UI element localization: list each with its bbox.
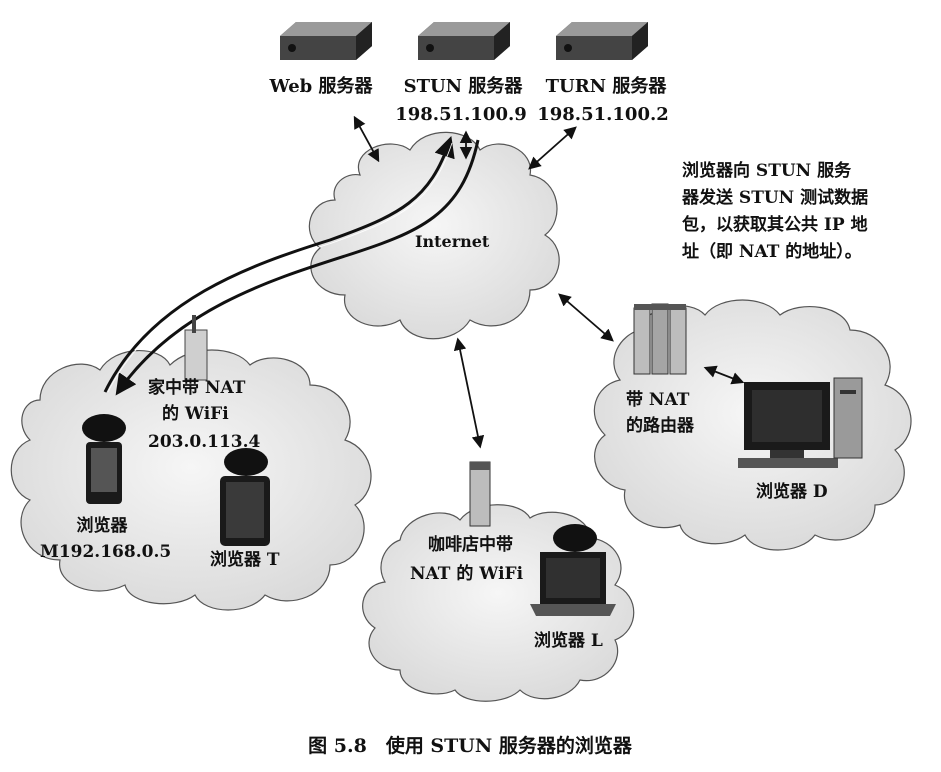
- internet-cafe-arrow: [453, 337, 485, 449]
- browser-l-laptop-icon: [530, 524, 616, 616]
- browser-m-label: 浏览器: [76, 516, 128, 536]
- turn-internet-arrow: [528, 126, 577, 170]
- cafe-wifi-label-2: NAT 的 WiFi: [410, 564, 524, 584]
- browser-t-device-icon: [220, 448, 270, 546]
- web-server-label: Web 服务器: [269, 76, 373, 97]
- note-line: 浏览器向 STUN 服务: [682, 161, 852, 181]
- turn-server-icon: [556, 22, 648, 60]
- office-router-label-2: 的路由器: [626, 416, 694, 436]
- note-line: 包，以获取其公共 IP 地: [682, 215, 868, 235]
- web-server-icon: [280, 22, 372, 60]
- office-router-icon: [633, 303, 687, 375]
- stun-response-path: [115, 139, 480, 396]
- stun-request-path: [103, 136, 455, 393]
- browser-d-computer-icon: [738, 377, 863, 468]
- office-router-pc-arrow: [703, 365, 745, 385]
- home-router-label-2: 的 WiFi: [162, 404, 229, 424]
- home-router-ip: 203.0.113.4: [148, 432, 261, 452]
- browser-m-device-icon: [82, 414, 126, 504]
- internet-office-arrow: [558, 293, 614, 342]
- browser-t-label: 浏览器 T: [210, 550, 280, 570]
- turn-server-label: TURN 服务器: [545, 76, 667, 97]
- home-wifi-router-icon: [184, 315, 208, 381]
- cafe-wifi-icon: [469, 461, 491, 527]
- stun-explanation-note: 浏览器向 STUN 服务 器发送 STUN 测试数据 包，以获取其公共 IP 地…: [682, 158, 868, 266]
- home-router-label-1: 家中带 NAT: [148, 378, 246, 398]
- web-internet-arrow: [353, 115, 380, 163]
- browser-d-label: 浏览器 D: [756, 482, 828, 502]
- stun-server-label: STUN 服务器: [403, 76, 523, 97]
- internet-label: Internet: [415, 232, 490, 251]
- office-router-label-1: 带 NAT: [626, 390, 690, 410]
- stun-server-icon: [418, 22, 510, 60]
- stun-server-ip: 198.51.100.9: [395, 104, 527, 125]
- figure-caption: 图 5.8 使用 STUN 服务器的浏览器: [308, 735, 632, 757]
- browser-l-label: 浏览器 L: [534, 631, 603, 651]
- browser-m-ip: M192.168.0.5: [40, 542, 172, 562]
- cafe-wifi-label-1: 咖啡店中带: [428, 535, 513, 555]
- note-line: 器发送 STUN 测试数据: [682, 188, 869, 208]
- turn-server-ip: 198.51.100.2: [537, 104, 669, 125]
- note-line: 址（即 NAT 的地址）。: [682, 242, 862, 262]
